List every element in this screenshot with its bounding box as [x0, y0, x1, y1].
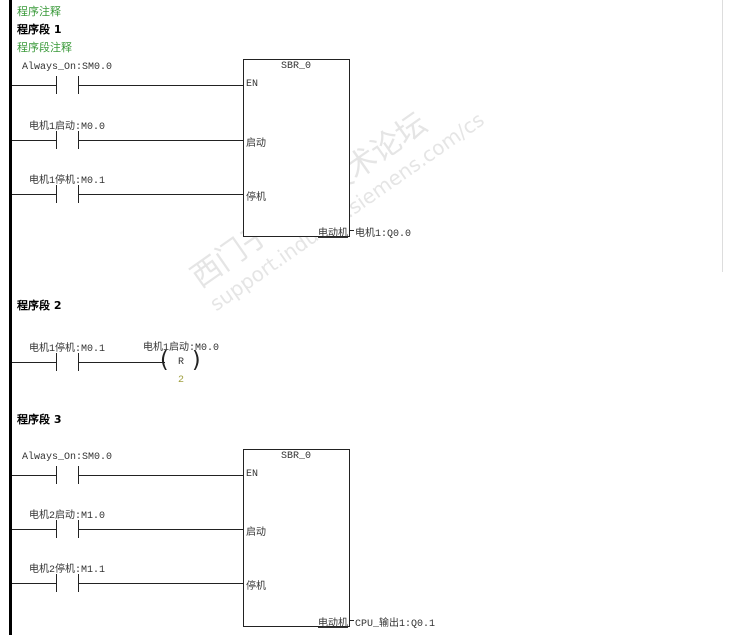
block-input-pin: EN	[246, 469, 259, 480]
network-comment[interactable]: 程序段注释	[17, 41, 72, 54]
wire	[349, 620, 354, 621]
wire	[12, 362, 56, 363]
block-output-pin: 电动机	[318, 229, 348, 240]
coil-type: R	[178, 357, 185, 368]
network-title[interactable]: 程序段 2	[17, 299, 62, 312]
contact-label: 电机1启动:M0.0	[28, 122, 106, 133]
block-input-pin: 停机	[246, 193, 266, 204]
contact-left-bar[interactable]	[56, 520, 57, 538]
wire	[12, 583, 56, 584]
contact-label: 电机2停机:M1.1	[28, 565, 106, 576]
contact-label: 电机2启动:M1.0	[28, 511, 106, 522]
block-output-operand: 电机1:Q0.0	[355, 229, 412, 240]
contact-label: Always_On:SM0.0	[21, 62, 113, 73]
wire	[78, 475, 243, 476]
subroutine-block[interactable]	[243, 59, 350, 237]
contact-left-bar[interactable]	[56, 185, 57, 203]
wire	[78, 140, 243, 141]
block-input-pin: EN	[246, 79, 259, 90]
coil-operand: 电机1启动:M0.0	[142, 343, 220, 354]
wire	[78, 194, 243, 195]
contact-left-bar[interactable]	[56, 353, 57, 371]
program-comment[interactable]: 程序注释	[17, 5, 61, 18]
contact-left-bar[interactable]	[56, 76, 57, 94]
contact-left-bar[interactable]	[56, 466, 57, 484]
contact-label: 电机1停机:M0.1	[28, 344, 106, 355]
block-input-pin: 停机	[246, 582, 266, 593]
wire	[349, 230, 354, 231]
contact-label: 电机1停机:M0.1	[28, 176, 106, 187]
power-rail	[9, 0, 12, 635]
wire	[78, 583, 243, 584]
network-title[interactable]: 程序段 3	[17, 413, 62, 426]
network-title[interactable]: 程序段 1	[17, 23, 62, 36]
wire	[12, 475, 56, 476]
block-output-operand: CPU_输出1:Q0.1	[355, 619, 436, 630]
wire	[78, 529, 243, 530]
block-name: SBR_0	[280, 451, 312, 462]
block-name: SBR_0	[280, 61, 312, 72]
wire	[12, 85, 56, 86]
wire	[12, 194, 56, 195]
wire	[78, 85, 243, 86]
coil-count: 2	[178, 375, 185, 386]
wire	[12, 140, 56, 141]
block-output-pin: 电动机	[318, 619, 348, 630]
wire	[12, 529, 56, 530]
block-input-pin: 启动	[246, 528, 266, 539]
subroutine-block[interactable]	[243, 449, 350, 627]
network-border	[722, 0, 723, 272]
wire	[78, 362, 165, 363]
contact-label: Always_On:SM0.0	[21, 452, 113, 463]
coil-right-paren[interactable]: )	[192, 348, 201, 373]
contact-left-bar[interactable]	[56, 131, 57, 149]
coil-left-paren[interactable]: (	[160, 348, 169, 373]
block-input-pin: 启动	[246, 139, 266, 150]
contact-left-bar[interactable]	[56, 574, 57, 592]
